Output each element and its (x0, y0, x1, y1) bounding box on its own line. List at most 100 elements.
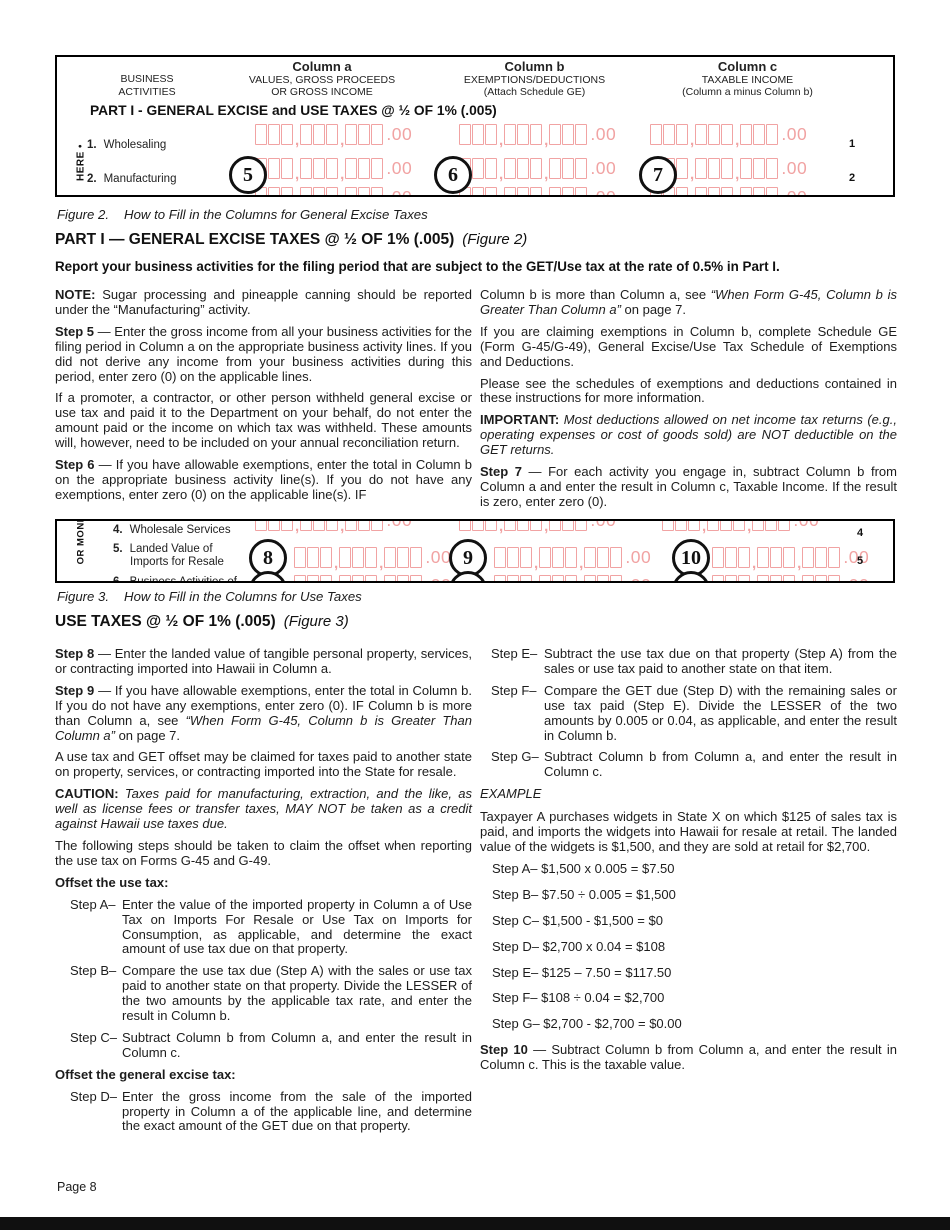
callout-circle-13-clipped: 13 (672, 571, 710, 581)
step-f-item: Step F– Compare the GET due (Step D) wit… (480, 682, 897, 744)
section2-left-column: Step 8 — Enter the landed value of tangi… (55, 646, 472, 1141)
scan-bottom-bar (0, 1217, 950, 1230)
amount-entry-boxes-col-a: ,,.00 (255, 158, 412, 184)
offset-claim-paragraph: A use tax and GET offset may be claimed … (55, 749, 472, 780)
step-d-label: Step D– (70, 1088, 117, 1104)
example-step-d: Step D– $2,700 x 0.04 = $108 (492, 938, 666, 954)
callout-circle-6: 6 (434, 156, 472, 194)
example-step-g: Step G– $2,700 - $2,700 = $0.00 (492, 1016, 682, 1032)
amount-entry-boxes-col-c: ,,.00 (650, 158, 807, 184)
step7-paragraph: Step 7 — For each activity you engage in… (480, 464, 897, 510)
row-activity-line1: Landed Value of (129, 543, 213, 555)
row-number: 2. (87, 173, 97, 185)
amount-entry-boxes-col-b: ,,.00 (459, 158, 616, 184)
step6-paragraph: Step 6 — If you have allowable exemption… (55, 457, 472, 503)
section1-right-column: Column b is more than Column a, see “Whe… (480, 287, 897, 517)
claiming-exemptions-paragraph: If you are claiming exemptions in Column… (480, 323, 897, 369)
here-side-label: HERE • (75, 143, 87, 182)
step-g-text: Subtract Column b from Column a, and ent… (544, 749, 897, 780)
important-paragraph: IMPORTANT: Most deductions allowed on ne… (480, 412, 897, 458)
step-e-item: Step E– Subtract the use tax due on that… (480, 646, 897, 677)
note-lead: NOTE: (55, 287, 96, 302)
figure3-caption: Figure 3.How to Fill in the Columns for … (57, 589, 362, 604)
use-taxes-section-heading: USE TAXES @ ½ OF 1% (.005)(Figure 3) (55, 613, 349, 631)
amount-entry-boxes-col-a: ,,.00 (294, 547, 451, 573)
step9-italic-ref: “When Form G-45, Column b is Greater Tha… (55, 712, 472, 743)
row-number: 4. (113, 524, 123, 536)
step9-post: on page 7. (114, 727, 181, 743)
following-steps-paragraph: The following steps should be taken to c… (55, 837, 472, 868)
form-row-wholesaling-label: 1.Wholesaling (87, 139, 166, 152)
use-taxes-heading-text: USE TAXES @ ½ OF 1% (.005) (55, 613, 276, 630)
amount-entry-boxes-col-c: ,,.00 (650, 124, 807, 150)
row-number: 1. (87, 139, 97, 151)
amount-entry-boxes-clipped: ,,.00 (294, 575, 451, 581)
line-number: 5 (857, 555, 864, 567)
section2-right-column: Step E– Subtract the use tax due on that… (480, 646, 897, 1141)
column-b-continuation-paragraph: Column b is more than Column a, see “Whe… (480, 287, 897, 318)
caution-body: Taxes paid for manufacturing, extraction… (55, 786, 472, 832)
row-activity-line2: Imports for Resale (130, 556, 224, 569)
business-activities-line2: ACTIVITIES (118, 85, 176, 98)
step10-paragraph: Step 10 — Subtract Column b from Column … (480, 1042, 897, 1073)
step5-body: — Enter the gross income from all your b… (55, 323, 472, 384)
column-c-header: Column c TAXABLE INCOME (Column a minus … (650, 59, 845, 99)
step-c-label: Step C– (70, 1029, 117, 1045)
form-row-wholesale-services-label: 4. Wholesale Services (113, 524, 231, 537)
column-c-sub1: TAXABLE INCOME (701, 74, 794, 86)
line-number: 2 (849, 172, 856, 184)
figure2-caption-label: Figure 2. (57, 207, 110, 222)
step-f-text: Compare the GET due (Step D) with the re… (544, 682, 897, 743)
step6-body: — If you have allowable exemptions, ente… (55, 457, 472, 502)
business-activities-header: BUSINESS ACTIVITIES (82, 73, 212, 98)
caution-lead: CAUTION: (55, 786, 119, 802)
row-activity: Wholesale Services (129, 524, 231, 536)
column-a-sub1: VALUES, GROSS PROCEEDS (248, 74, 396, 86)
column-a-title: Column a (292, 59, 352, 74)
step9-lead: Step 9 (55, 682, 95, 698)
amount-entry-boxes-clipped: ,,.00 (712, 575, 869, 581)
continuation-pre: Column b is more than Column a, see (480, 287, 711, 302)
line-number: 1 (849, 138, 856, 150)
step-d-text: Enter the gross income from the sale of … (122, 1088, 472, 1134)
part1-form-title: PART I - GENERAL EXCISE and USE TAXES @ … (90, 103, 497, 118)
note-paragraph: NOTE: Sugar processing and pineapple can… (55, 287, 472, 318)
step10-body: — Subtract Column b from Column a, and e… (480, 1042, 897, 1073)
column-a-header: Column a VALUES, GROSS PROCEEDS OR GROSS… (227, 59, 417, 99)
callout-circle-11-clipped: 11 (249, 571, 287, 581)
step9-paragraph: Step 9 — If you have allowable exemption… (55, 682, 472, 744)
column-b-sub2: (Attach Schedule GE) (483, 86, 586, 99)
figure2-caption-text: How to Fill in the Columns for General E… (124, 207, 428, 222)
row-activity: Manufacturing (103, 173, 177, 185)
column-c-sub2: (Column a minus Column b) (682, 86, 813, 99)
row-activity: Business Activities of (129, 576, 237, 583)
form-row-manufacturing-label: 2. Manufacturing (87, 173, 176, 186)
callout-circle-9: 9 (449, 539, 487, 577)
amount-entry-boxes-clipped: ,,.00 (662, 521, 819, 536)
callout-circle-12-clipped: 12 (449, 571, 487, 581)
step-b-item: Step B– Compare the use tax due (Step A)… (55, 963, 472, 1024)
part1-section-heading: PART I — GENERAL EXCISE TAXES @ ½ OF 1% … (55, 231, 527, 249)
callout-circle-5: 5 (229, 156, 267, 194)
column-b-sub1: EXEMPTIONS/DEDUCTIONS (463, 74, 606, 86)
example-step-b: Step B– $7.50 ÷ 0.005 = $1,500 (492, 886, 676, 902)
amount-entry-boxes-col-a: ,,.00 (255, 124, 412, 150)
example-step-f: Step F– $108 ÷ 0.04 = $2,700 (492, 990, 665, 1006)
callout-circle-7: 7 (639, 156, 677, 194)
amount-entry-boxes-col-c: ,,.00 (712, 547, 869, 573)
amount-entry-boxes-col-b: ,,.00 (459, 124, 616, 150)
part1-heading-text: PART I — GENERAL EXCISE TAXES @ ½ OF 1% … (55, 231, 455, 248)
step7-body: — For each activity you engage in, subtr… (480, 464, 897, 509)
amount-entry-boxes-clipped: ,,.00 (255, 187, 412, 195)
row-number: 6. (113, 576, 123, 583)
important-body: Most deductions allowed on net income ta… (480, 412, 897, 458)
figure3-form-sample: OR MONEY 4.Wholesale Services ,,.00 ,,.0… (55, 519, 895, 583)
step10-lead: Step 10 (480, 1042, 528, 1058)
step-e-label: Step E– (491, 646, 538, 661)
example-step-a: Step A– $1,500 x 0.005 = $7.50 (492, 860, 675, 876)
figure3-caption-label: Figure 3. (57, 589, 110, 604)
step-a-label: Step A– (70, 896, 116, 912)
example-intro-paragraph: Taxpayer A purchases widgets in State X … (480, 809, 897, 854)
form-row-landed-value-label: 5.Landed Value of Imports for Resale (113, 543, 224, 569)
page-number: Page 8 (57, 1180, 97, 1194)
